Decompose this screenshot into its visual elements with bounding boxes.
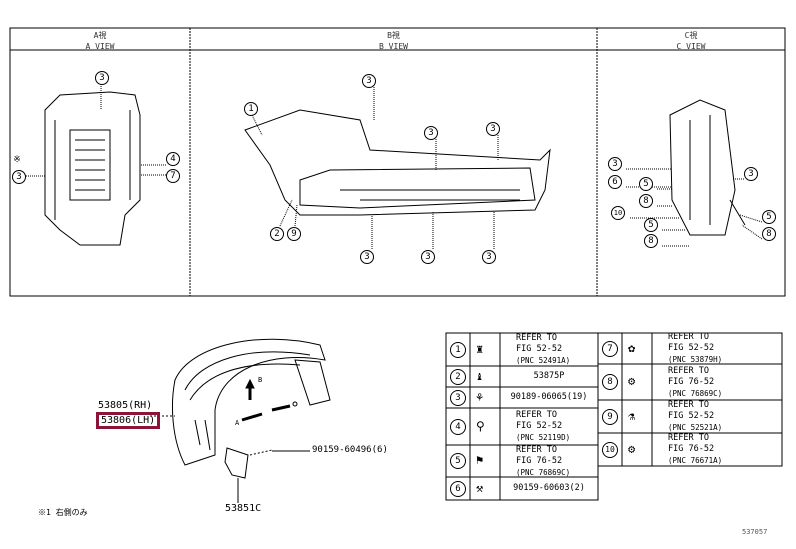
fastener-icon: ⚘ bbox=[476, 389, 484, 404]
legend-text-line: FIG 76-52 bbox=[668, 444, 715, 454]
view-b-title: B視 bbox=[387, 31, 400, 40]
callout-※[interactable]: ※ bbox=[11, 154, 23, 166]
arrow-c-label: C bbox=[292, 392, 297, 400]
fastener-icon: ⚙ bbox=[628, 374, 636, 388]
callout-3[interactable]: 3 bbox=[95, 71, 109, 85]
callout-3[interactable]: 3 bbox=[482, 250, 496, 264]
legend-text-line[interactable]: 53875P bbox=[533, 371, 565, 381]
fastener-icon: ✿ bbox=[628, 340, 636, 355]
part-number-lh-highlighted[interactable]: 53806(LH) bbox=[96, 412, 161, 429]
arrow-b-label: B bbox=[258, 376, 263, 384]
legend-number: 9 bbox=[602, 408, 618, 425]
callout-5[interactable]: 5 bbox=[644, 218, 658, 232]
callout-5[interactable]: 5 bbox=[639, 177, 653, 191]
callout-8[interactable]: 8 bbox=[639, 194, 653, 208]
legend-text-line: (PNC 52491A) bbox=[516, 356, 571, 365]
callout-8[interactable]: 8 bbox=[644, 234, 658, 248]
legend-text-line: REFER TO bbox=[668, 365, 709, 376]
legend-number: 2 bbox=[450, 368, 466, 385]
legend-text-line: REFER TO bbox=[668, 400, 709, 410]
callout-3[interactable]: 3 bbox=[362, 74, 376, 88]
callout-2[interactable]: 2 bbox=[270, 227, 284, 241]
legend-text-line: (PNC 52521A) bbox=[668, 423, 723, 432]
legend-text-line: FIG 52-52 bbox=[516, 344, 563, 354]
legend-text-line[interactable]: 90159-60603(2) bbox=[513, 483, 585, 493]
view-a-subtitle: A VIEW bbox=[85, 42, 115, 51]
legend-number: 8 bbox=[602, 374, 618, 390]
view-a-title: A視 bbox=[93, 31, 107, 40]
legend-number: 6 bbox=[450, 480, 466, 497]
fastener-icon: ⚙ bbox=[628, 441, 636, 456]
fastener-icon: ⚑ bbox=[476, 453, 484, 467]
legend-text-line: (PNC 76869C) bbox=[516, 467, 571, 477]
legend-number: 5 bbox=[450, 453, 466, 469]
callout-10[interactable]: 10 bbox=[611, 206, 625, 220]
legend-text-line: FIG 52-52 bbox=[516, 421, 563, 431]
callout-1[interactable]: 1 bbox=[244, 102, 258, 116]
fastener-icon: ⚒ bbox=[476, 480, 484, 495]
callout-8[interactable]: 8 bbox=[762, 227, 776, 241]
callout-3[interactable]: 3 bbox=[744, 167, 758, 181]
callout-5[interactable]: 5 bbox=[762, 210, 776, 224]
legend-text-line[interactable]: 90189-06065(19) bbox=[510, 392, 588, 402]
legend-text-line: REFER TO bbox=[516, 333, 557, 343]
legend-number: 4 bbox=[450, 418, 466, 435]
callout-7[interactable]: 7 bbox=[166, 169, 180, 183]
callout-3[interactable]: 3 bbox=[12, 170, 26, 184]
fastener-icon: ♜ bbox=[476, 341, 484, 356]
legend-number: 1 bbox=[450, 341, 466, 358]
callout-9[interactable]: 9 bbox=[287, 227, 301, 241]
legend-text-line: FIG 52-52 bbox=[668, 411, 715, 421]
fastener-icon: ⚗ bbox=[628, 408, 636, 423]
legend-text-line: (PNC 76671A) bbox=[668, 456, 723, 465]
callout-3[interactable]: 3 bbox=[360, 250, 374, 264]
legend-text-line: FIG 76-52 bbox=[516, 455, 563, 466]
callout-6[interactable]: 6 bbox=[608, 175, 622, 189]
view-b-subtitle: B VIEW bbox=[379, 42, 408, 51]
view-c-subtitle: C VIEW bbox=[676, 42, 706, 51]
figure-code: 537057 bbox=[742, 528, 768, 536]
fastener-icon: ⚲ bbox=[476, 418, 485, 433]
legend-number: 10 bbox=[602, 441, 618, 458]
part-number-rh[interactable]: 53805(RH) bbox=[98, 400, 153, 411]
legend-text-line: (PNC 76869C) bbox=[668, 388, 723, 398]
legend-text-line: (PNC 52119D) bbox=[516, 433, 571, 442]
legend-text-line: FIG 76-52 bbox=[668, 376, 715, 387]
legend-number: 3 bbox=[450, 389, 466, 406]
legend-text-line: REFER TO bbox=[668, 332, 709, 342]
callout-3[interactable]: 3 bbox=[421, 250, 435, 264]
view-b-header: B視 B VIEW bbox=[190, 30, 597, 52]
footnote: ※1 右側のみ bbox=[38, 508, 88, 517]
legend-text-line: FIG 52-52 bbox=[668, 343, 715, 353]
legend-text-line: (PNC 53879H) bbox=[668, 355, 723, 364]
view-c-header: C視 C VIEW bbox=[597, 30, 785, 52]
clip-part-number[interactable]: 90159-60496(6) bbox=[312, 445, 388, 455]
view-a-header: A視 A VIEW bbox=[10, 30, 190, 52]
callout-3[interactable]: 3 bbox=[486, 122, 500, 136]
callout-4[interactable]: 4 bbox=[166, 152, 180, 166]
legend-number: 7 bbox=[602, 340, 618, 357]
callout-3[interactable]: 3 bbox=[424, 126, 438, 140]
arrow-a-label: A bbox=[235, 419, 240, 427]
flap-part-number[interactable]: 53851C bbox=[225, 503, 262, 514]
legend-text-line: REFER TO bbox=[668, 433, 709, 443]
view-c-title: C視 bbox=[684, 31, 698, 40]
legend-text-line: REFER TO bbox=[516, 410, 557, 420]
callout-3[interactable]: 3 bbox=[608, 157, 622, 171]
fastener-icon: ♝ bbox=[476, 368, 484, 383]
legend-text-line: REFER TO bbox=[516, 444, 557, 455]
